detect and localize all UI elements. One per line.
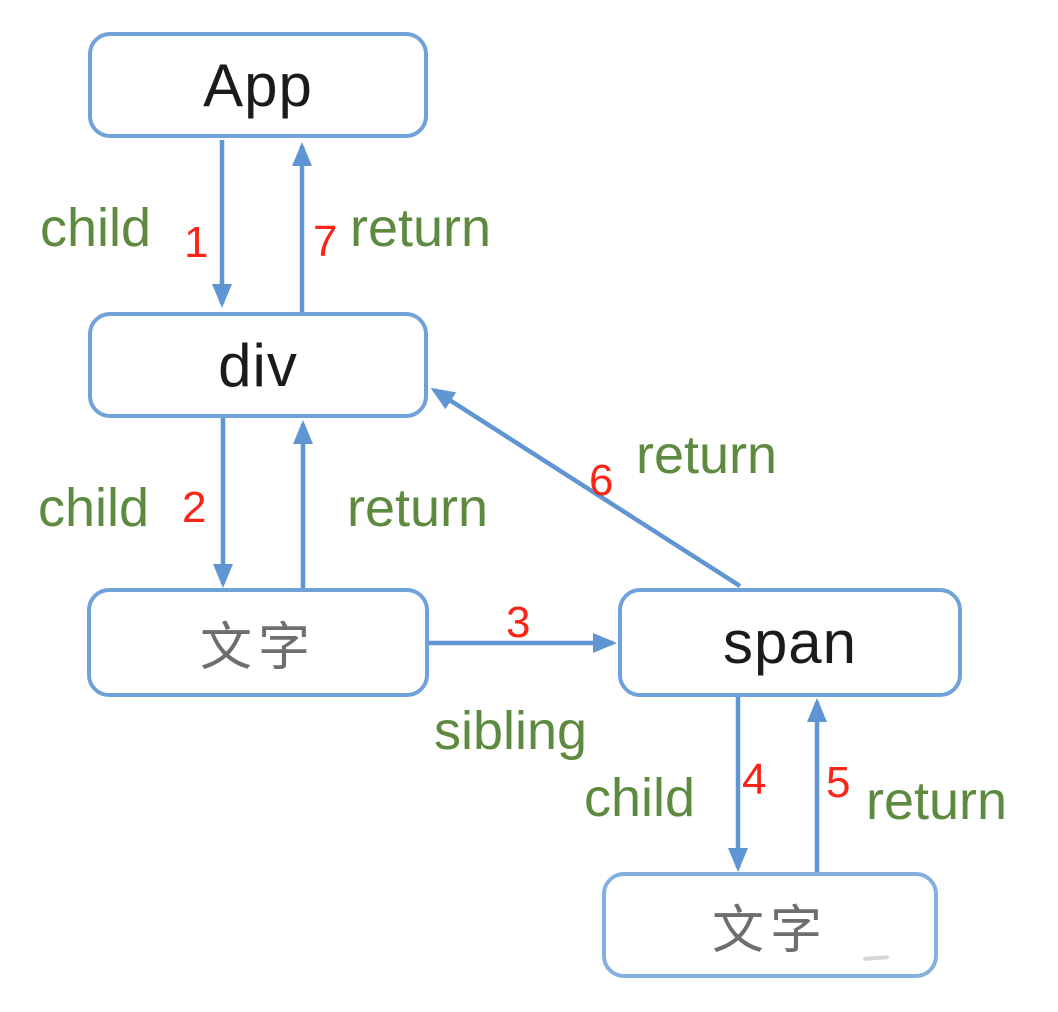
edge-label-child-2: child (38, 478, 150, 538)
node-text-left-label: 文字 (199, 619, 316, 677)
edge-label-return-div: return (347, 478, 489, 538)
edge-number-2: 2 (182, 483, 207, 532)
node-span-label: span (722, 609, 858, 676)
node-text-bottom: 文字 (602, 872, 938, 978)
edge-label-return-7: return (350, 198, 492, 258)
edge-label-child-4: child (584, 768, 696, 828)
edge-number-1: 1 (184, 218, 209, 267)
edge-number-4: 4 (742, 755, 767, 804)
edge-number-6: 6 (589, 456, 614, 505)
node-span: span (618, 588, 962, 697)
edge-label-return-5: return (866, 771, 1008, 831)
node-div-label: div (218, 331, 298, 399)
edge-number-7: 7 (313, 217, 338, 266)
node-div: div (88, 312, 428, 418)
edge-label-sibling-3: sibling (434, 701, 588, 761)
edge-label-child-1: child (40, 198, 152, 258)
edge-number-5: 5 (826, 758, 851, 807)
edge-label-return-6: return (636, 425, 778, 485)
node-text-bottom-label: 文字 (711, 901, 828, 960)
node-app-label: App (203, 51, 313, 119)
edge-number-3: 3 (506, 598, 531, 647)
node-app: App (88, 32, 428, 138)
node-text-left: 文字 (87, 588, 429, 697)
